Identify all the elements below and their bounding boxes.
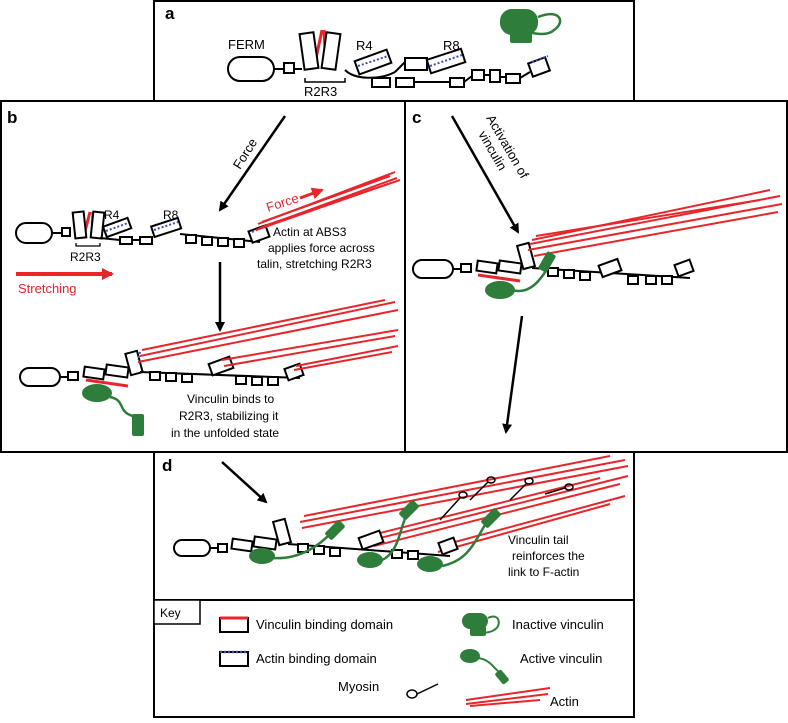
abs3-domain <box>526 56 552 78</box>
key-abd: Actin binding domain <box>256 651 377 666</box>
inactive-vinculin-icon <box>500 9 562 43</box>
r2-domain <box>298 31 320 71</box>
myosin-icon <box>406 683 439 699</box>
actin-filament <box>137 299 399 371</box>
panel-a-frame <box>153 0 635 102</box>
r4-label: R4 <box>356 38 373 53</box>
r4-label: R4 <box>104 208 120 222</box>
active-vinculin-icon <box>460 649 509 685</box>
myosin-icon <box>439 476 574 521</box>
ferm-label: FERM <box>228 37 265 52</box>
actin-note-line1: Actin at ABS3 <box>273 225 347 239</box>
panel-d-letter: d <box>162 456 172 475</box>
actin-filament <box>527 189 783 257</box>
force-label-top: Force <box>230 135 260 171</box>
vinculin-note-line1: Vinculin binds to <box>187 392 274 406</box>
actin-icon <box>465 687 551 707</box>
panel-c-letter: c <box>412 108 421 127</box>
active-vinculin-icon <box>249 500 501 572</box>
ferm-domain <box>227 56 275 82</box>
key-myosin: Myosin <box>338 679 379 694</box>
vbd-icon <box>219 617 249 633</box>
panel-b: b Force R2R3 R4 R8 Force Ac <box>7 108 401 440</box>
r3-domain <box>320 31 342 71</box>
tail-note-line2: reinforces the <box>512 549 585 563</box>
panel-a-letter: a <box>165 4 175 23</box>
key-title: Key <box>160 606 181 620</box>
vinculin-note-line3: in the unfolded state <box>171 426 279 440</box>
r2r3-label: R2R3 <box>70 250 101 264</box>
abd-icon <box>219 651 249 667</box>
panel-b-letter: b <box>7 108 17 127</box>
vinculin-note-line2: R2R3, stabilizing it <box>179 409 279 423</box>
down-arrow-c <box>502 315 524 434</box>
r2r3-label: R2R3 <box>304 84 337 99</box>
actin-filament <box>299 455 629 553</box>
key-frame <box>153 599 635 718</box>
actin-filament <box>255 171 401 231</box>
ferm-domain <box>15 222 53 244</box>
activation-arrow <box>450 115 520 234</box>
actin-note-line2: applies force across <box>268 241 375 255</box>
actin-note-line3: talin, stretching R2R3 <box>257 257 372 271</box>
panel-c: c Activation of vinculin <box>412 108 783 434</box>
panel-d: d <box>162 455 629 579</box>
tail-note-line3: link to F-actin <box>508 565 579 579</box>
key-actin: Actin <box>550 694 579 709</box>
tail-note-line1: Vinculin tail <box>508 533 568 547</box>
key-title-box <box>153 599 201 625</box>
key-active: Active vinculin <box>520 651 602 666</box>
r8-label: R8 <box>443 38 460 53</box>
stretching-label: Stretching <box>18 281 77 296</box>
force-label-right: Force <box>264 190 300 215</box>
inactive-vinculin-icon <box>462 613 500 636</box>
active-vinculin-icon <box>82 384 144 436</box>
merge-arrow <box>221 461 268 504</box>
r4-domain <box>353 48 393 76</box>
force-arrow <box>218 115 287 212</box>
key-vbd: Vinculin binding domain <box>256 617 393 632</box>
active-vinculin-icon <box>485 251 556 299</box>
panel-c-frame <box>404 100 788 453</box>
key-inactive: Inactive vinculin <box>512 617 604 632</box>
panel-a: a FERM R2R3 R4 R8 <box>165 4 562 99</box>
key: Key Vinculin binding domain Actin bindin… <box>153 599 604 709</box>
